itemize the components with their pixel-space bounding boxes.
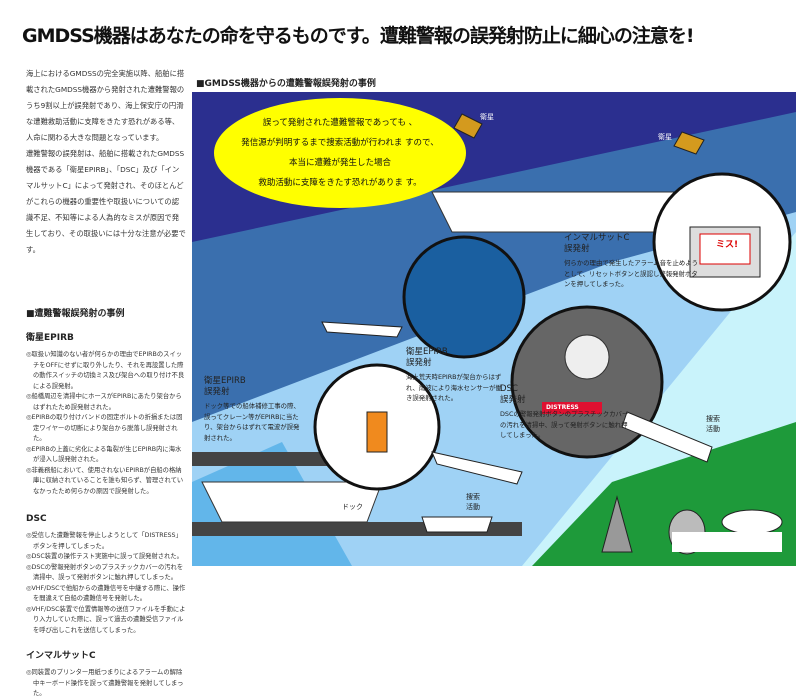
caption-title: 衛星EPIRB <box>204 376 246 386</box>
mistake-label: ミス! <box>716 240 739 250</box>
case-item: ◎船橋周辺を清掃中にホースがEPIRBにあたり架台からはずれたため誤発射された。 <box>26 393 182 411</box>
caption-title: 衛星EPIRB <box>406 347 448 357</box>
case-group-title: DSC <box>26 514 47 524</box>
scene-illustration <box>192 92 796 566</box>
caption-text: 何らかの理由で発生したアラーム音を止めようとして、リセットボタンと誤認し警報発射… <box>564 259 699 288</box>
satellite-icon <box>673 131 705 155</box>
intro-paragraph: 遭難警報の誤発射は、船舶に搭載されたGMDSS機器である「衛星EPIRB」、「D… <box>26 149 186 254</box>
caption-title: DSC <box>500 384 518 394</box>
caption-title: 誤発射 <box>204 387 230 397</box>
docked-ship <box>201 481 383 523</box>
caption-text: 海上荒天時EPIRBが架台からはずれ、雨波により海水センサーが働き誤発射された。 <box>406 373 502 402</box>
coast-guard-label: 海上保安庁 <box>727 545 762 553</box>
case-group-title: 衛星EPIRB <box>26 333 74 343</box>
bubble-line: 誤って発射された遭難警報であっても 、 <box>262 118 418 128</box>
poster-title: GMDSS機器はあなたの命を守るものです。遭難警報の誤発射防止に細心の注意を! <box>22 25 695 47</box>
case-item: ◎EPIRBの取り付けバンドの固定ボルトの折損または固定ワイヤーの切断により架台… <box>26 414 183 442</box>
caption-title: 誤発射 <box>500 395 526 405</box>
case-item: ◎EPIRBの上蓋に劣化による亀裂が生じEPIRB内に海水が浸入し誤発射された。 <box>26 445 182 464</box>
case-item: ◎同装置のプリンター用紙つまりによるアラームの解除中キーボード操作を誤って遭難警… <box>26 669 184 697</box>
search-label: 捜索活動 <box>466 493 480 511</box>
caption-epirb-dock: 衛星EPIRB 誤発射 ドック等での船体補修工事の際、誤ってクレーン等がEPIR… <box>204 376 304 443</box>
helicopter-icon <box>321 321 403 338</box>
caption-epirb-storm: 衛星EPIRB 誤発射 海上荒天時EPIRBが架台からはずれ、雨波により海水セン… <box>406 347 506 404</box>
intro-paragraph: 海上におけるGMDSSの完全実施以降、船舶に搭載されたGMDSS機器から発射され… <box>26 69 185 142</box>
cases-heading: ■遭難警報誤発射の事例 <box>26 309 125 319</box>
coast-guard-base <box>672 532 782 552</box>
satellite-label: 衛星 <box>658 133 672 141</box>
caption-dsc: DSC 誤発射 DSCの警報発射ボタンのプラスチックカバーの汚れを清掃中、誤って… <box>500 384 630 441</box>
bubble-line: 発信源が判明するまで捜索活動が行われま すので、 <box>241 138 439 148</box>
left-column: 海上におけるGMDSSの完全実施以降、船舶に搭載されたGMDSS機器から発射され… <box>26 66 186 700</box>
case-item: ◎VHF/DSC装置で位置情報等の送信ファイルを手動により入力していた際に、誤っ… <box>26 605 186 634</box>
caption-title: 誤発射 <box>564 244 590 254</box>
caption-inmarsat: インマルサットC 誤発射 何らかの理由で発生したアラーム音を止めようとして、リセ… <box>564 233 699 290</box>
antenna-tower-icon <box>601 495 633 553</box>
case-group-title: インマルサットC <box>26 651 96 661</box>
patrol-boat <box>421 516 493 533</box>
case-item: ◎取扱い知識のない者が何らかの理由でEPIRBのスイッチをOFFにせずに取り外し… <box>26 351 185 390</box>
bubble-line: 本当に遭難が発生した場合 <box>288 158 391 168</box>
caption-text: ドック等での船体補修工事の際、誤ってクレーン等がEPIRBに当たり、架台からはず… <box>204 402 300 442</box>
epirb-device-icon <box>366 411 388 453</box>
patrol-boat <box>621 411 713 463</box>
terminal-screen <box>699 233 751 265</box>
search-label: 捜索活動 <box>706 415 720 433</box>
satellite-label: 衛星 <box>480 113 494 121</box>
epirb-storm-circle <box>402 235 526 359</box>
warning-bubble: 誤って発射された遭難警報であっても 、 発信源が判明するまで捜索活動が行われま … <box>214 98 466 208</box>
satellite-icon <box>453 113 483 139</box>
dock-label: ドック <box>342 503 363 511</box>
case-item: ◎非義務船において、使用されないEPIRBが自船の格納庫に収納されていることを誰… <box>26 466 184 495</box>
bubble-line: 救助活動に支障をきたす恐れがありま す。 <box>258 178 422 188</box>
case-item: ◎受信した遭難警報を停止しようとして「DISTRESS」ボタンを押してしまった。 <box>26 532 182 550</box>
caption-title: 誤発射 <box>406 358 432 368</box>
helicopter-icon <box>721 509 783 535</box>
distress-label: DISTRESS <box>546 404 579 411</box>
gauge-icon <box>564 334 610 380</box>
panel-heading: ■GMDSS機器からの遭難警報誤発射の事例 <box>196 79 376 89</box>
caption-text: DSCの警報発射ボタンのプラスチックカバーの汚れを清掃中、誤って発射ボタンに触れ… <box>500 410 629 439</box>
illustration-panel: 誤って発射された遭難警報であっても 、 発信源が判明するまで捜索活動が行われま … <box>192 92 796 566</box>
patrol-boat <box>431 451 523 485</box>
distress-button <box>542 402 602 414</box>
case-item: ◎VHF/DSCで他船からの遭難信号を中継する際に、操作を間違えて自船の遭難信号… <box>26 584 186 603</box>
caption-title: インマルサットC <box>564 233 630 243</box>
case-item: ◎DSC装置の操作テスト実施中に誤って誤発射された。 <box>26 553 183 560</box>
